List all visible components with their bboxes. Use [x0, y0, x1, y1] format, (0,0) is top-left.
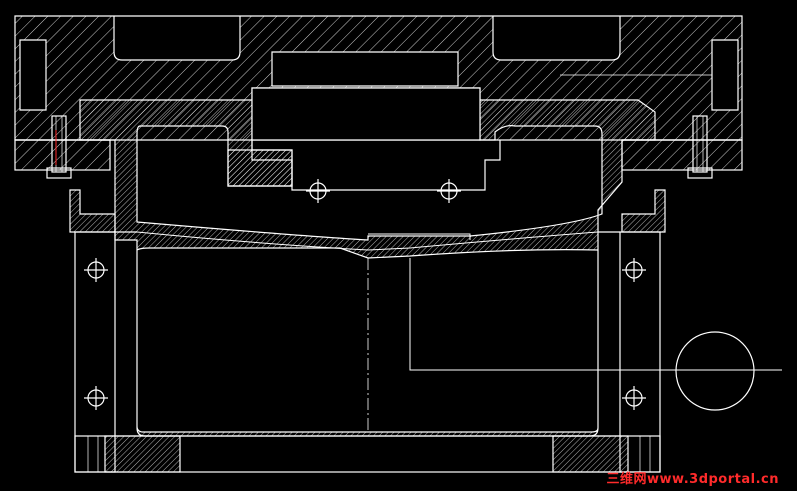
central-insert [251, 87, 481, 141]
pin-hole [84, 386, 108, 410]
right-wing-clamp [621, 189, 666, 233]
bottom-plate [74, 435, 661, 473]
left-bolt [46, 115, 72, 179]
detail-circle [675, 331, 755, 411]
pin-hole [84, 258, 108, 282]
callout-leader [409, 258, 782, 371]
left-core-block [227, 149, 293, 187]
pin-hole [306, 179, 330, 203]
right-flange-bar [621, 139, 743, 171]
parting-web-line [136, 231, 599, 251]
pin-hole [622, 258, 646, 282]
left-flange-bar [14, 139, 111, 171]
pin-hole [437, 179, 461, 203]
left-wing-clamp [69, 189, 116, 233]
insert-outline [251, 140, 501, 191]
right-bolt [687, 115, 713, 179]
pin-hole [622, 386, 646, 410]
watermark-text: 三维网www.3dportal.cn [606, 472, 779, 487]
